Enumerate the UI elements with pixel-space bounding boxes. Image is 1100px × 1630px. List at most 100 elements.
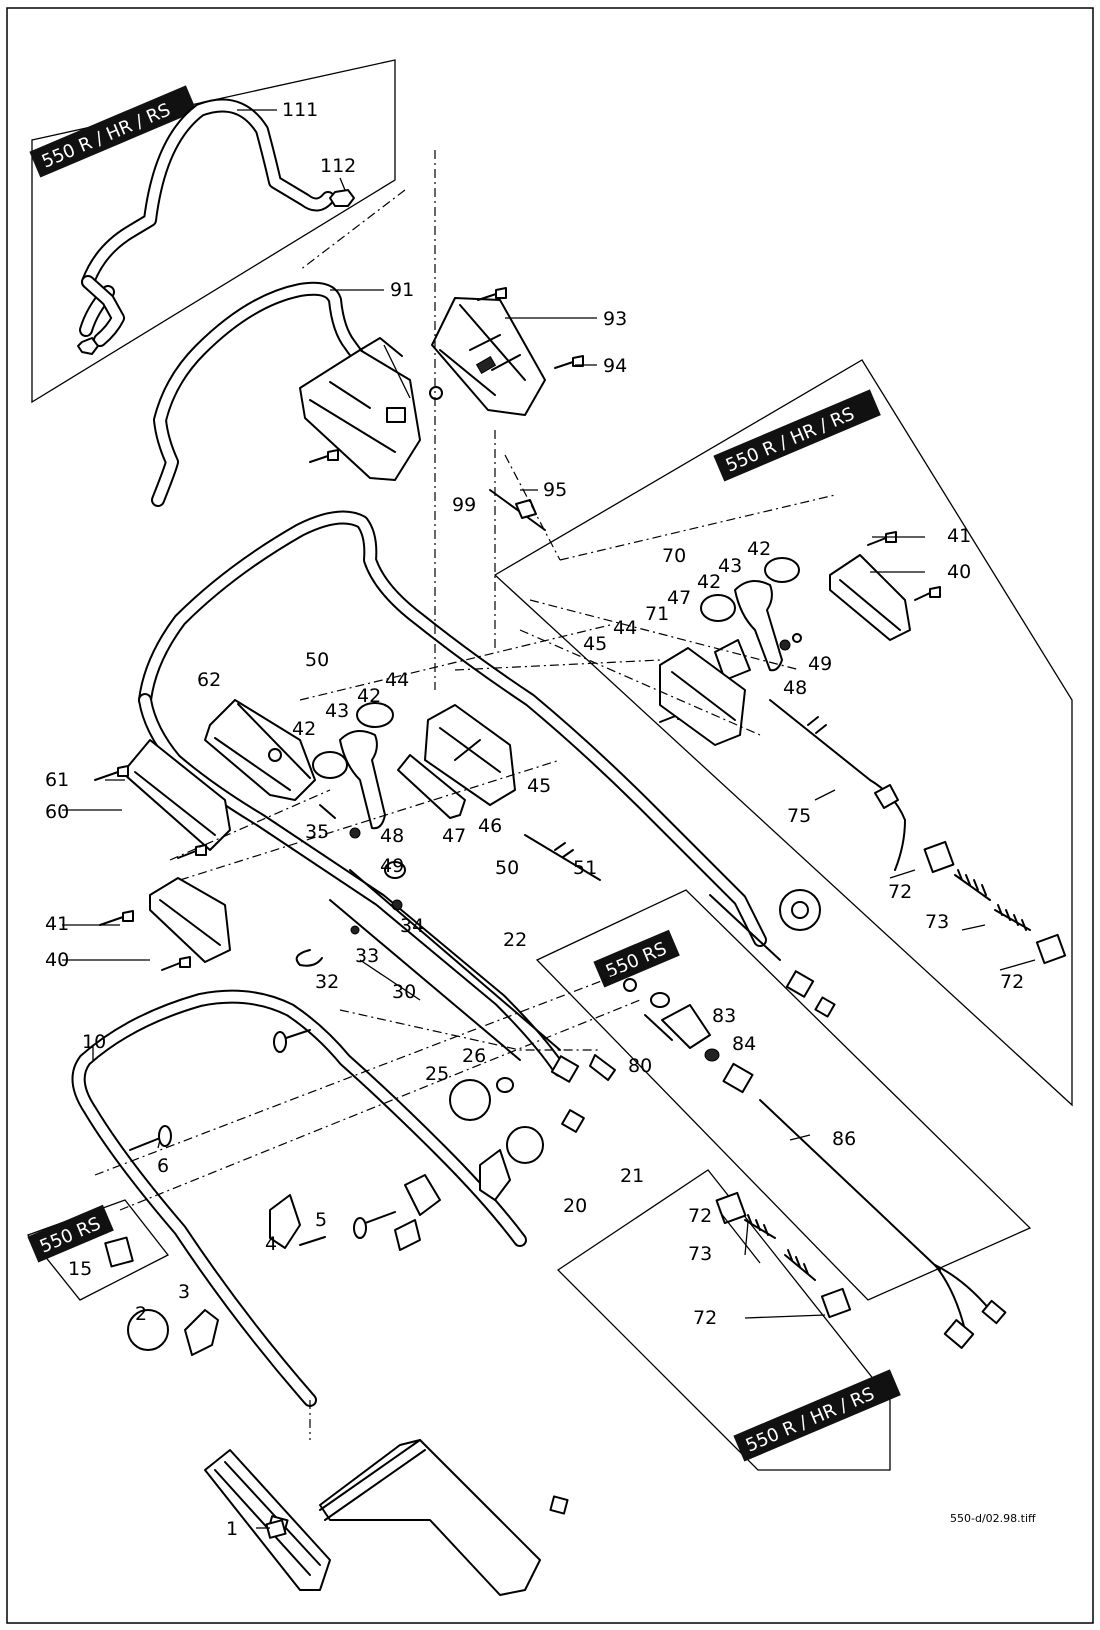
callout-99: 99 [452, 494, 476, 516]
clamps-lower [269, 1149, 511, 1251]
callout-42-right-b: 42 [697, 571, 721, 593]
callout-40-right: 40 [947, 561, 971, 583]
cover-40-left [149, 877, 231, 963]
callout-45-left: 45 [527, 775, 551, 797]
callout-49-left: 49 [380, 855, 404, 877]
knobs-25-26 [449, 1055, 585, 1164]
callout-86: 86 [832, 1128, 856, 1150]
callout-26: 26 [462, 1045, 486, 1067]
callout-46: 46 [478, 815, 502, 837]
part-1 [265, 1519, 287, 1539]
bottom-right-variant-box [556, 1169, 891, 1471]
callout-4: 4 [265, 1233, 277, 1255]
callout-70: 70 [662, 545, 686, 567]
callout-33: 33 [355, 945, 379, 967]
callout-44-right: 44 [613, 617, 637, 639]
callout-62: 62 [197, 669, 221, 691]
callout-84: 84 [732, 1033, 756, 1055]
alignment-lines [94, 150, 836, 1440]
callout-3: 3 [178, 1281, 190, 1303]
lower-frame [204, 1439, 569, 1596]
callout-72-right-b: 72 [1000, 971, 1024, 993]
callout-112: 112 [320, 155, 356, 177]
badge-bottom-right-text: 550 R / HR / RS [743, 1383, 878, 1456]
center-variant-box [535, 889, 1032, 1301]
badge-top-left-text: 550 R / HR / RS [39, 99, 174, 172]
lever-43-right [700, 557, 800, 681]
callout-41-right: 41 [947, 525, 971, 547]
callout-60: 60 [45, 801, 69, 823]
small-parts-48-49-right [779, 633, 802, 651]
callout-1: 1 [226, 1518, 238, 1540]
nut-112 [77, 189, 355, 355]
callout-48-left: 48 [380, 825, 404, 847]
bracket-83 [623, 978, 711, 1049]
spring-73-bottom [715, 1191, 852, 1319]
callout-95: 95 [543, 479, 567, 501]
cover-40-right [829, 554, 911, 641]
callout-20: 20 [563, 1195, 587, 1217]
badge-right-text: 550 R / HR / RS [723, 403, 858, 476]
callout-111: 111 [282, 99, 318, 121]
bar-91 [151, 281, 379, 507]
callout-42-right-a: 42 [747, 538, 771, 560]
callout-51: 51 [573, 857, 597, 879]
image-reference: 550-d/02.98.tiff [950, 1512, 1036, 1525]
badge-left-small: 550 RS [27, 1204, 114, 1263]
housing-93 [431, 297, 546, 416]
housing-44-46 [397, 704, 516, 819]
callout-61: 61 [45, 769, 69, 791]
callout-32: 32 [315, 971, 339, 993]
leader-lines [62, 109, 1036, 1529]
callout-42-left-b: 42 [357, 685, 381, 707]
rod-95 [489, 489, 546, 531]
spring-73-right [923, 840, 1067, 965]
callout-93: 93 [603, 308, 627, 330]
callout-42-left-a: 42 [292, 718, 316, 740]
part-15 [104, 1236, 134, 1268]
badge-center: 550 RS [593, 929, 680, 988]
callout-10: 10 [82, 1031, 106, 1053]
screws-left [94, 765, 207, 971]
bracket-assembly-91 [299, 337, 443, 481]
callout-43-right: 43 [718, 555, 742, 577]
callout-43-left: 43 [325, 700, 349, 722]
callout-labels: 111 112 91 93 94 95 99 41 70 42 43 42 40… [45, 99, 1024, 1540]
callout-72-bottom-b: 72 [693, 1307, 717, 1329]
callout-50-lower: 50 [495, 857, 519, 879]
callout-6: 6 [157, 1155, 169, 1177]
right-variant-box [493, 359, 1073, 1107]
callout-91: 91 [390, 279, 414, 301]
callout-22: 22 [503, 929, 527, 951]
callout-44-left: 44 [385, 669, 409, 691]
badge-right: 550 R / HR / RS [713, 389, 881, 482]
top-left-variant-box [31, 59, 396, 404]
cable-75 [769, 699, 906, 871]
callout-50-upper: 50 [305, 649, 329, 671]
callout-34: 34 [400, 915, 424, 937]
callout-80: 80 [628, 1055, 652, 1077]
rod-22-30 [329, 869, 616, 1081]
callout-72-right-a: 72 [888, 881, 912, 903]
callout-49-right: 49 [808, 653, 832, 675]
callout-73-bottom: 73 [688, 1243, 712, 1265]
callout-47-right: 47 [667, 587, 691, 609]
callout-48-right: 48 [783, 677, 807, 699]
lower-handle-10 [71, 989, 527, 1407]
callout-73-right: 73 [925, 911, 949, 933]
callout-41-left: 41 [45, 913, 69, 935]
callout-72-bottom-a: 72 [688, 1205, 712, 1227]
callout-83: 83 [712, 1005, 736, 1027]
sheet-border [6, 7, 1094, 1624]
rod-51 [524, 834, 601, 881]
parts-84 [704, 1048, 754, 1094]
knob-right [709, 889, 836, 1018]
callout-94: 94 [603, 355, 627, 377]
callout-25: 25 [425, 1063, 449, 1085]
callout-71: 71 [645, 603, 669, 625]
screws-93-94 [309, 287, 584, 463]
callout-47-left: 47 [442, 825, 466, 847]
callout-15: 15 [68, 1258, 92, 1280]
callout-2: 2 [135, 1303, 147, 1325]
